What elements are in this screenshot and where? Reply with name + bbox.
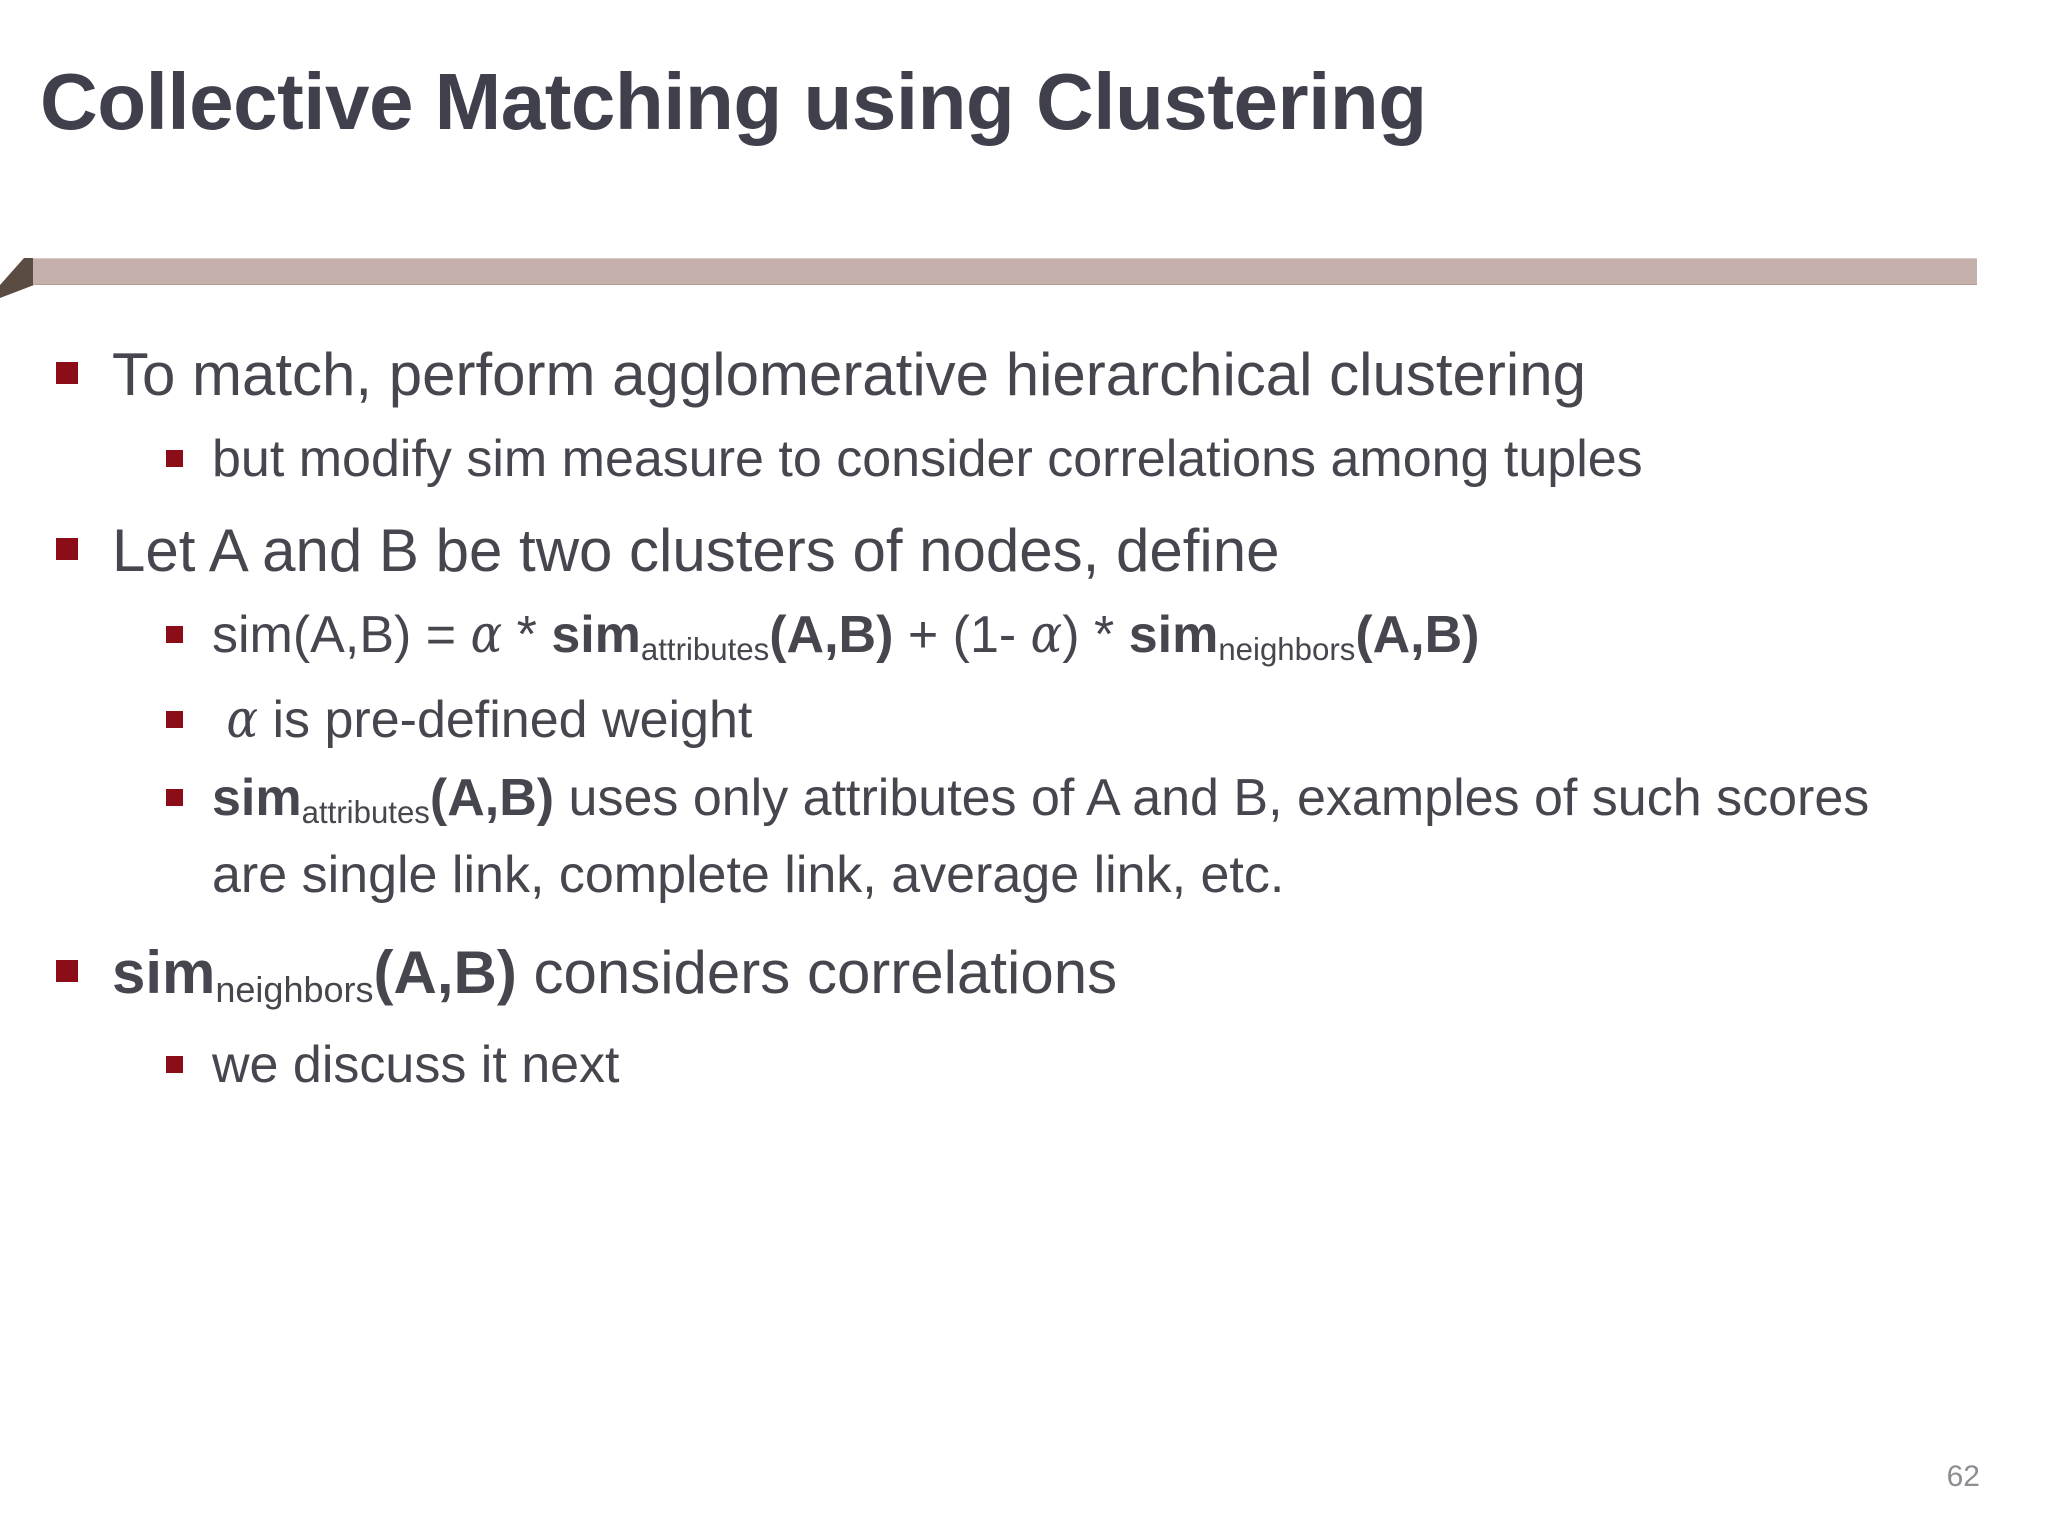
formula-args-2: (A,B)	[1355, 606, 1480, 664]
sim-args: (A,B)	[373, 939, 517, 1006]
sim-subscript: neighbors	[215, 969, 374, 1011]
bullet-square-icon	[166, 789, 183, 806]
formula-alpha-1: α	[470, 605, 503, 665]
bullet-text-2: Let A and B be two clusters of nodes, de…	[112, 517, 1280, 584]
divider-bar	[33, 258, 1977, 285]
formula-mid: + (1-	[893, 606, 1031, 664]
slide-body: To match, perform agglomerative hierarch…	[0, 336, 2048, 1108]
bullet-item-1: but modify sim measure to consider corre…	[0, 424, 2048, 494]
formula-lhs: sim(A,B) =	[212, 606, 471, 664]
bullet-square-icon	[56, 362, 78, 384]
formula-sim-2: sim	[1128, 606, 1219, 664]
formula-alpha-2: α	[1030, 605, 1063, 665]
formula-op-2: ) *	[1062, 606, 1129, 664]
divider-tab-icon	[0, 258, 34, 298]
bullet-text-0: To match, perform agglomerative hierarch…	[112, 341, 1586, 408]
title-divider	[0, 246, 2000, 298]
bullet-text-7: we discuss it next	[212, 1036, 620, 1094]
page-number: 62	[1946, 1460, 1980, 1493]
bullet-item-0: To match, perform agglomerative hierarch…	[0, 336, 2048, 414]
formula-args-1: (A,B)	[769, 606, 894, 664]
bullet-square-icon	[56, 538, 78, 560]
bullet-square-icon	[56, 960, 78, 982]
bullet-square-icon	[166, 1056, 183, 1073]
bullet-item-7: we discuss it next	[0, 1030, 2048, 1100]
formula-sim-1: sim	[551, 606, 641, 664]
bullet-text-4: α is pre-defined weight	[212, 685, 752, 755]
bullet-square-icon	[166, 626, 183, 643]
bullet-item-6: simneighbors(A,B) considers correlations	[0, 934, 2048, 1020]
alpha-symbol: α	[226, 690, 259, 750]
bullet-text-5-rest: uses only attributes of A and B, example…	[212, 769, 1870, 904]
bullet-item-4: α is pre-defined weight	[0, 685, 2048, 755]
sim-label: sim	[112, 939, 216, 1006]
bullet-square-icon	[166, 450, 183, 467]
bullet-text-6-rest: considers correlations	[516, 939, 1118, 1006]
sim-subscript: attributes	[301, 795, 430, 831]
formula-sub-1: attributes	[640, 632, 770, 668]
formula-sub-2: neighbors	[1218, 632, 1356, 668]
bullet-text-1: but modify sim measure to consider corre…	[212, 430, 1643, 488]
page-title: Collective Matching using Clustering	[40, 57, 1427, 146]
bullet-item-5: simattributes(A,B) uses only attributes …	[0, 763, 2048, 910]
sim-label: sim	[212, 769, 302, 827]
bullet-text-4-rest: is pre-defined weight	[258, 691, 753, 749]
bullet-text-3: sim(A,B) = α * simattributes(A,B) + (1- …	[212, 600, 1480, 677]
sim-args: (A,B)	[429, 769, 555, 827]
bullet-item-3-formula: sim(A,B) = α * simattributes(A,B) + (1- …	[0, 600, 2048, 677]
formula-op-1: *	[502, 606, 552, 664]
bullet-text-6: simneighbors(A,B) considers correlations	[112, 934, 1117, 1020]
bullet-item-2: Let A and B be two clusters of nodes, de…	[0, 512, 2048, 590]
bullet-text-5: simattributes(A,B) uses only attributes …	[212, 763, 1892, 910]
bullet-square-icon	[166, 711, 183, 728]
